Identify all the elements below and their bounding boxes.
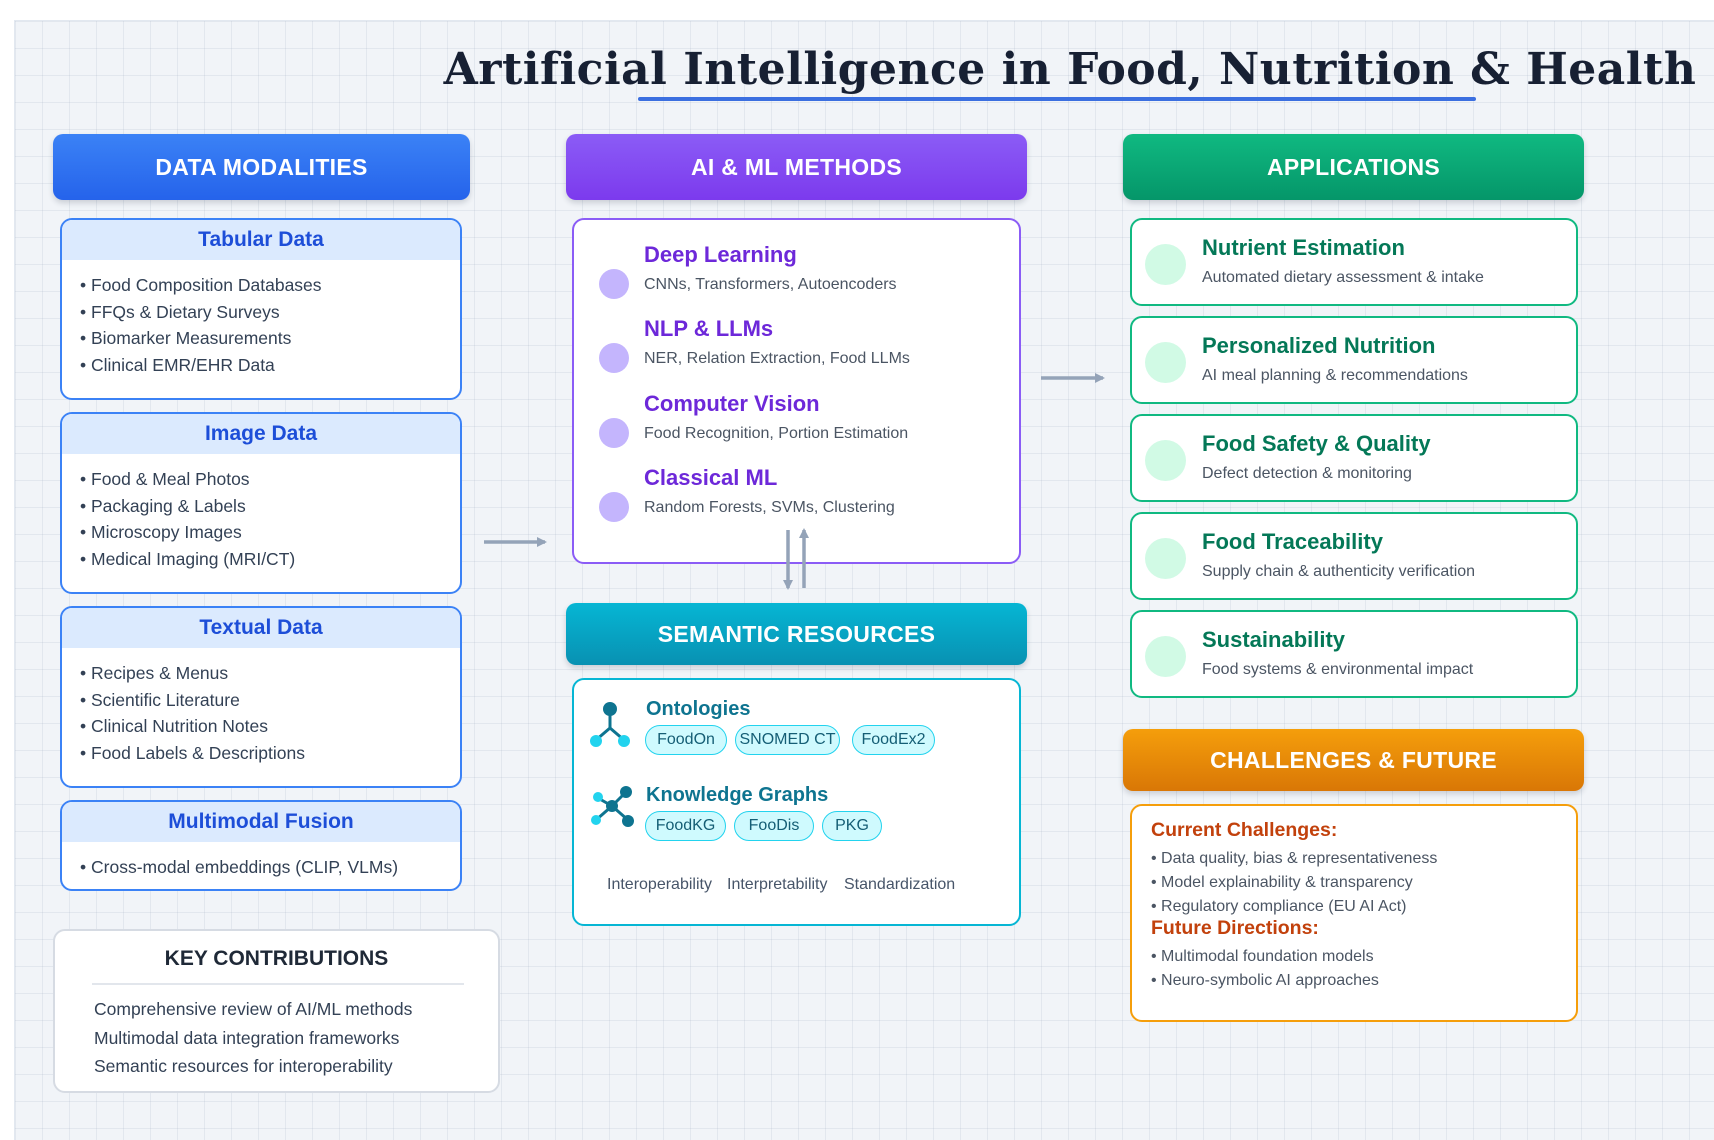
app-title: Nutrient Estimation [1202, 235, 1405, 260]
footer-interpretability: Interpretability [727, 876, 828, 893]
app-dot-icon [1145, 244, 1186, 285]
method-dot-icon [599, 269, 629, 299]
key-contributions-list: Comprehensive review of AI/ML methods Mu… [94, 995, 412, 1081]
tag-snomed-ct: SNOMED CT [735, 725, 840, 755]
app-dot-icon [1145, 636, 1186, 677]
app-sustainability: Sustainability Food systems & environmen… [1130, 610, 1578, 698]
current-challenges-title: Current Challenges: [1151, 819, 1338, 841]
ontology-tree-icon [590, 702, 630, 747]
title-underline [638, 97, 1476, 101]
list-item: Clinical Nutrition Notes [80, 713, 460, 740]
card-list: Cross-modal embeddings (CLIP, VLMs) [62, 842, 460, 881]
card-title: Tabular Data [62, 220, 460, 260]
footer-standardization: Standardization [844, 876, 956, 893]
list-item: Medical Imaging (MRI/CT) [80, 546, 460, 573]
tag-pkg: PKG [822, 811, 882, 841]
method-subtitle: Random Forests, SVMs, Clustering [644, 499, 895, 516]
list-item: Food Labels & Descriptions [80, 740, 460, 767]
app-dot-icon [1145, 538, 1186, 579]
challenges-box: Current Challenges: Data quality, bias &… [1130, 804, 1578, 1022]
app-subtitle: Defect detection & monitoring [1202, 465, 1412, 482]
method-classical-ml: Classical ML Random Forests, SVMs, Clust… [574, 465, 1019, 525]
app-title: Personalized Nutrition [1202, 333, 1436, 358]
app-title: Food Safety & Quality [1202, 431, 1431, 456]
knowledge-graph-icon [591, 786, 634, 827]
card-list: Recipes & Menus Scientific Literature Cl… [62, 648, 460, 766]
tag-foodex2: FoodEx2 [852, 725, 935, 755]
list-item: Food & Meal Photos [80, 466, 460, 493]
method-deep-learning: Deep Learning CNNs, Transformers, Autoen… [574, 242, 1019, 302]
list-item: Packaging & Labels [80, 493, 460, 520]
method-subtitle: NER, Relation Extraction, Food LLMs [644, 350, 910, 367]
list-item: Comprehensive review of AI/ML methods [94, 999, 413, 1019]
app-nutrient-estimation: Nutrient Estimation Automated dietary as… [1130, 218, 1578, 306]
app-subtitle: AI meal planning & recommendations [1202, 367, 1468, 384]
footer-interoperability: Interoperability [607, 876, 712, 893]
app-subtitle: Food systems & environmental impact [1202, 661, 1474, 678]
list-item: Biomarker Measurements [80, 325, 460, 352]
method-dot-icon [599, 343, 629, 373]
semantic-resources-box: Ontologies FoodOn SNOMED CT FoodEx2 Know… [572, 678, 1021, 926]
method-title: Classical ML [644, 465, 778, 490]
ontologies-title: Ontologies [646, 698, 751, 720]
applications-header: APPLICATIONS [1123, 134, 1584, 200]
multimodal-fusion-card: Multimodal Fusion Cross-modal embeddings… [60, 800, 462, 891]
method-title: Deep Learning [644, 242, 797, 267]
list-item: Data quality, bias & representativeness [1151, 850, 1437, 868]
method-computer-vision: Computer Vision Food Recognition, Portio… [574, 391, 1019, 451]
app-title: Food Traceability [1202, 529, 1383, 554]
method-dot-icon [599, 418, 629, 448]
card-title: Textual Data [62, 608, 460, 648]
list-item: Food Composition Databases [80, 272, 460, 299]
future-directions-title: Future Directions: [1151, 917, 1319, 939]
methods-header: AI & ML METHODS [566, 134, 1027, 200]
list-item: Cross-modal embeddings (CLIP, VLMs) [80, 854, 460, 881]
list-item: Multimodal data integration frameworks [94, 1027, 400, 1048]
list-item: FFQs & Dietary Surveys [80, 299, 460, 326]
method-title: Computer Vision [644, 391, 820, 416]
list-item: Model explainability & transparency [1151, 874, 1413, 892]
key-contributions-box: KEY CONTRIBUTIONS Comprehensive review o… [53, 929, 500, 1093]
method-subtitle: CNNs, Transformers, Autoencoders [644, 276, 897, 293]
list-item: Recipes & Menus [80, 660, 460, 687]
methods-box: Deep Learning CNNs, Transformers, Autoen… [572, 218, 1021, 564]
textual-data-card: Textual Data Recipes & Menus Scientific … [60, 606, 462, 788]
challenges-header: CHALLENGES & FUTURE [1123, 729, 1584, 791]
image-data-card: Image Data Food & Meal Photos Packaging … [60, 412, 462, 594]
divider [92, 983, 464, 985]
list-item: Clinical EMR/EHR Data [80, 352, 460, 379]
card-list: Food Composition Databases FFQs & Dietar… [62, 260, 460, 378]
tag-foodon: FoodOn [645, 725, 727, 755]
list-item: Microscopy Images [80, 519, 460, 546]
method-subtitle: Food Recognition, Portion Estimation [644, 425, 909, 442]
card-list: Food & Meal Photos Packaging & Labels Mi… [62, 454, 460, 572]
app-food-traceability: Food Traceability Supply chain & authent… [1130, 512, 1578, 600]
list-item: Regulatory compliance (EU AI Act) [1151, 898, 1406, 916]
list-item: Neuro-symbolic AI approaches [1151, 972, 1379, 990]
key-contributions-title: KEY CONTRIBUTIONS [164, 947, 389, 970]
tag-foodis: FooDis [734, 811, 814, 841]
card-title: Image Data [62, 414, 460, 454]
list-item: Scientific Literature [80, 687, 460, 714]
method-title: NLP & LLMs [644, 316, 774, 341]
diagram-title: Artificial Intelligence in Food, Nutriti… [443, 44, 1697, 95]
tabular-data-card: Tabular Data Food Composition Databases … [60, 218, 462, 400]
app-dot-icon [1145, 342, 1186, 383]
app-personalized-nutrition: Personalized Nutrition AI meal planning … [1130, 316, 1578, 404]
app-subtitle: Supply chain & authenticity verification [1202, 563, 1476, 580]
method-dot-icon [599, 492, 629, 522]
app-title: Sustainability [1202, 627, 1346, 652]
app-food-safety-quality: Food Safety & Quality Defect detection &… [1130, 414, 1578, 502]
app-subtitle: Automated dietary assessment & intake [1202, 269, 1484, 286]
list-item: Semantic resources for interoperability [94, 1056, 393, 1076]
method-nlp-llms: NLP & LLMs NER, Relation Extraction, Foo… [574, 316, 1019, 376]
data-modalities-header: DATA MODALITIES [53, 134, 470, 200]
tag-foodkg: FoodKG [645, 811, 726, 841]
app-dot-icon [1145, 440, 1186, 481]
knowledge-graphs-title: Knowledge Graphs [646, 784, 829, 806]
list-item: Multimodal foundation models [1151, 948, 1374, 966]
card-title: Multimodal Fusion [62, 802, 460, 842]
semantic-resources-header: SEMANTIC RESOURCES [566, 603, 1027, 665]
